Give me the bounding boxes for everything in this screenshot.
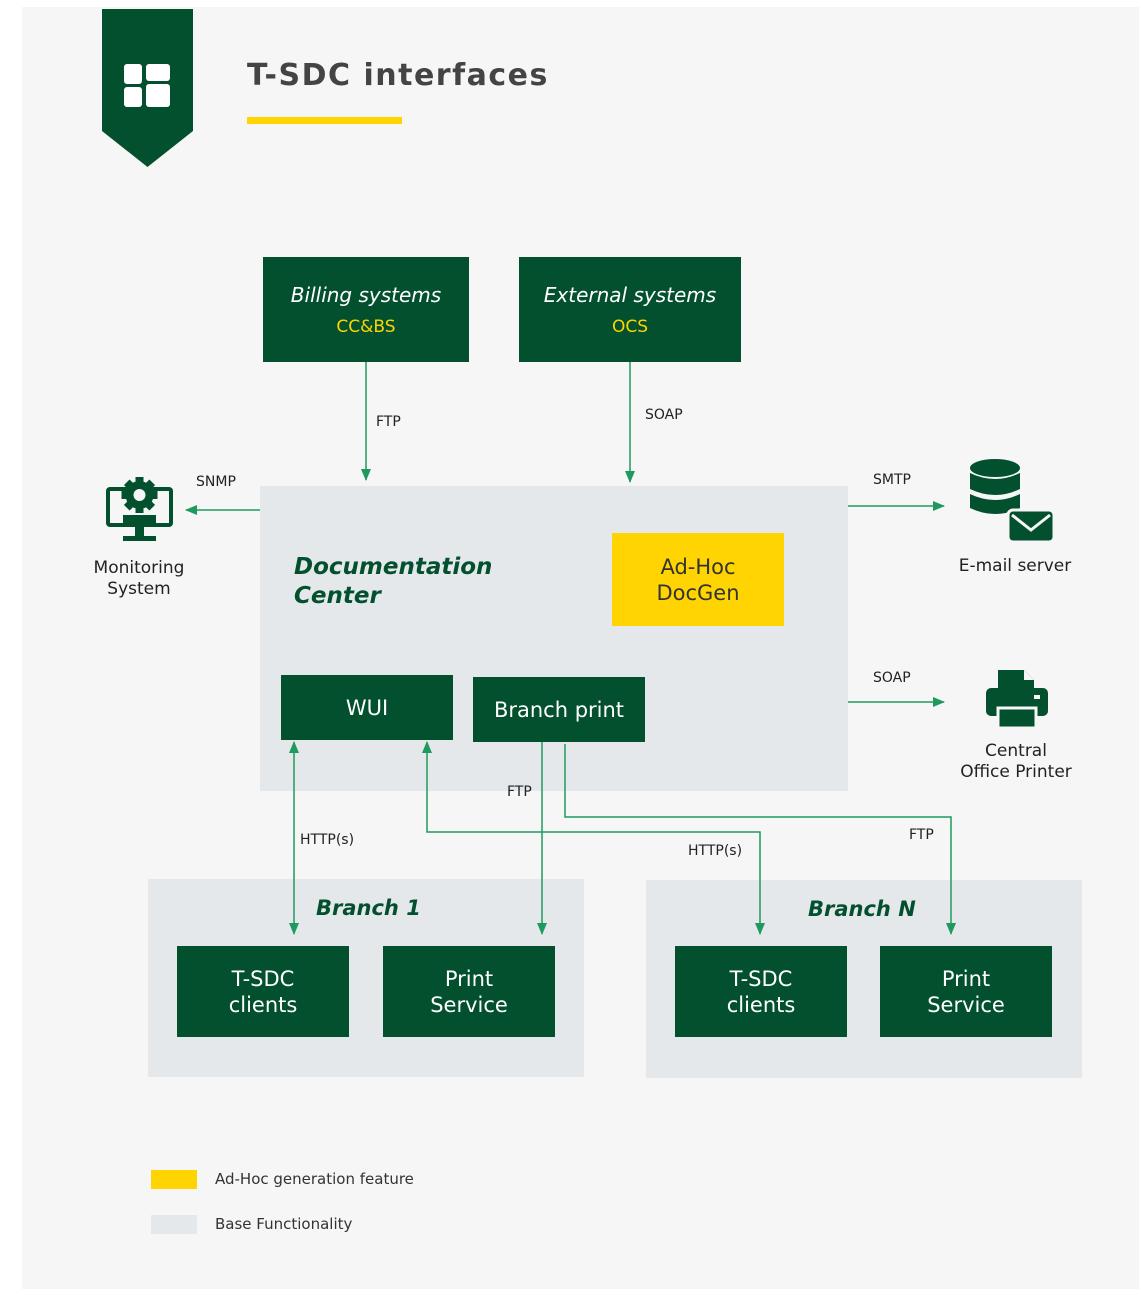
monitoring-gear-icon — [106, 477, 173, 541]
dashboard-icon — [124, 64, 170, 107]
title-underline — [247, 117, 402, 124]
branch-1-clients-line1: T-SDC — [231, 966, 295, 991]
legend-base-label: Base Functionality — [215, 1215, 353, 1233]
branch-n-clients-line1: T-SDC — [729, 966, 793, 991]
adhoc-docgen-line2: DocGen — [656, 580, 740, 605]
email-server-label: E-mail server — [958, 556, 1072, 576]
http-branchn-label: HTTP(s) — [688, 843, 743, 859]
snmp-label: SNMP — [196, 474, 236, 490]
wui-branchn-http-arrow — [422, 741, 765, 935]
billing-systems-sub: CC&BS — [336, 316, 396, 337]
printer-icon — [986, 670, 1048, 730]
external-systems-title: External systems — [543, 282, 717, 307]
legend-adhoc-label: Ad-Hoc generation feature — [215, 1170, 414, 1188]
smtp-label: SMTP — [873, 472, 911, 488]
branch-1-print-line1: Print — [444, 966, 494, 991]
central-printer-label: Central Office Printer — [945, 741, 1087, 783]
ftp-branchn-label: FTP — [909, 827, 934, 843]
adhoc-docgen-line1: Ad-Hoc — [660, 554, 736, 579]
billing-systems-box: Billing systems CC&BS — [263, 257, 469, 362]
branch-n-print-service-box: Print Service — [880, 946, 1052, 1037]
documentation-center-title-line1: Documentation — [294, 554, 493, 580]
documentation-center-title: Documentation Center — [294, 553, 492, 611]
legend-base-swatch — [151, 1215, 197, 1234]
branch-n-clients-line2: clients — [726, 992, 796, 1017]
branch-n-print-line1: Print — [941, 966, 991, 991]
branch-1-print-line2: Service — [430, 992, 508, 1017]
branchprint-branchn-ftp-arrow — [564, 744, 956, 935]
http-branch1-label: HTTP(s) — [300, 832, 355, 848]
branch-1-clients-line2: clients — [228, 992, 298, 1017]
legend-adhoc-swatch — [151, 1170, 197, 1189]
branch-n-title: Branch N — [808, 897, 916, 921]
billing-systems-title: Billing systems — [290, 282, 442, 307]
branch-print-label: Branch print — [493, 697, 625, 722]
external-systems-sub: OCS — [611, 316, 649, 337]
branch-print-box: Branch print — [473, 677, 645, 742]
monitoring-system-label: Monitoring System — [79, 558, 199, 600]
branch-n-clients-box: T-SDC clients — [675, 946, 847, 1037]
monitoring-line2: System — [107, 579, 171, 599]
wui-label: WUI — [345, 695, 389, 720]
adhoc-docgen-box: Ad-Hoc DocGen — [612, 533, 784, 626]
branch-1-print-service-box: Print Service — [383, 946, 555, 1037]
branch-n-print-line2: Service — [927, 992, 1005, 1017]
page-title: T-SDC interfaces — [247, 58, 549, 93]
ftp-billing-label: FTP — [376, 414, 401, 430]
external-systems-box: External systems OCS — [519, 257, 741, 362]
soap-external-label: SOAP — [645, 407, 683, 423]
dashboard-badge — [102, 9, 193, 167]
printer-line2: Office Printer — [960, 762, 1072, 782]
database-mail-icon — [970, 459, 1056, 544]
branch-1-title: Branch 1 — [316, 896, 421, 920]
soap-printer-label: SOAP — [873, 670, 911, 686]
monitoring-line1: Monitoring — [93, 558, 185, 578]
wui-box: WUI — [281, 675, 453, 740]
documentation-center-title-line2: Center — [294, 583, 381, 609]
ftp-branch1-label: FTP — [507, 784, 532, 800]
printer-line1: Central — [985, 741, 1047, 761]
branch-1-clients-box: T-SDC clients — [177, 946, 349, 1037]
